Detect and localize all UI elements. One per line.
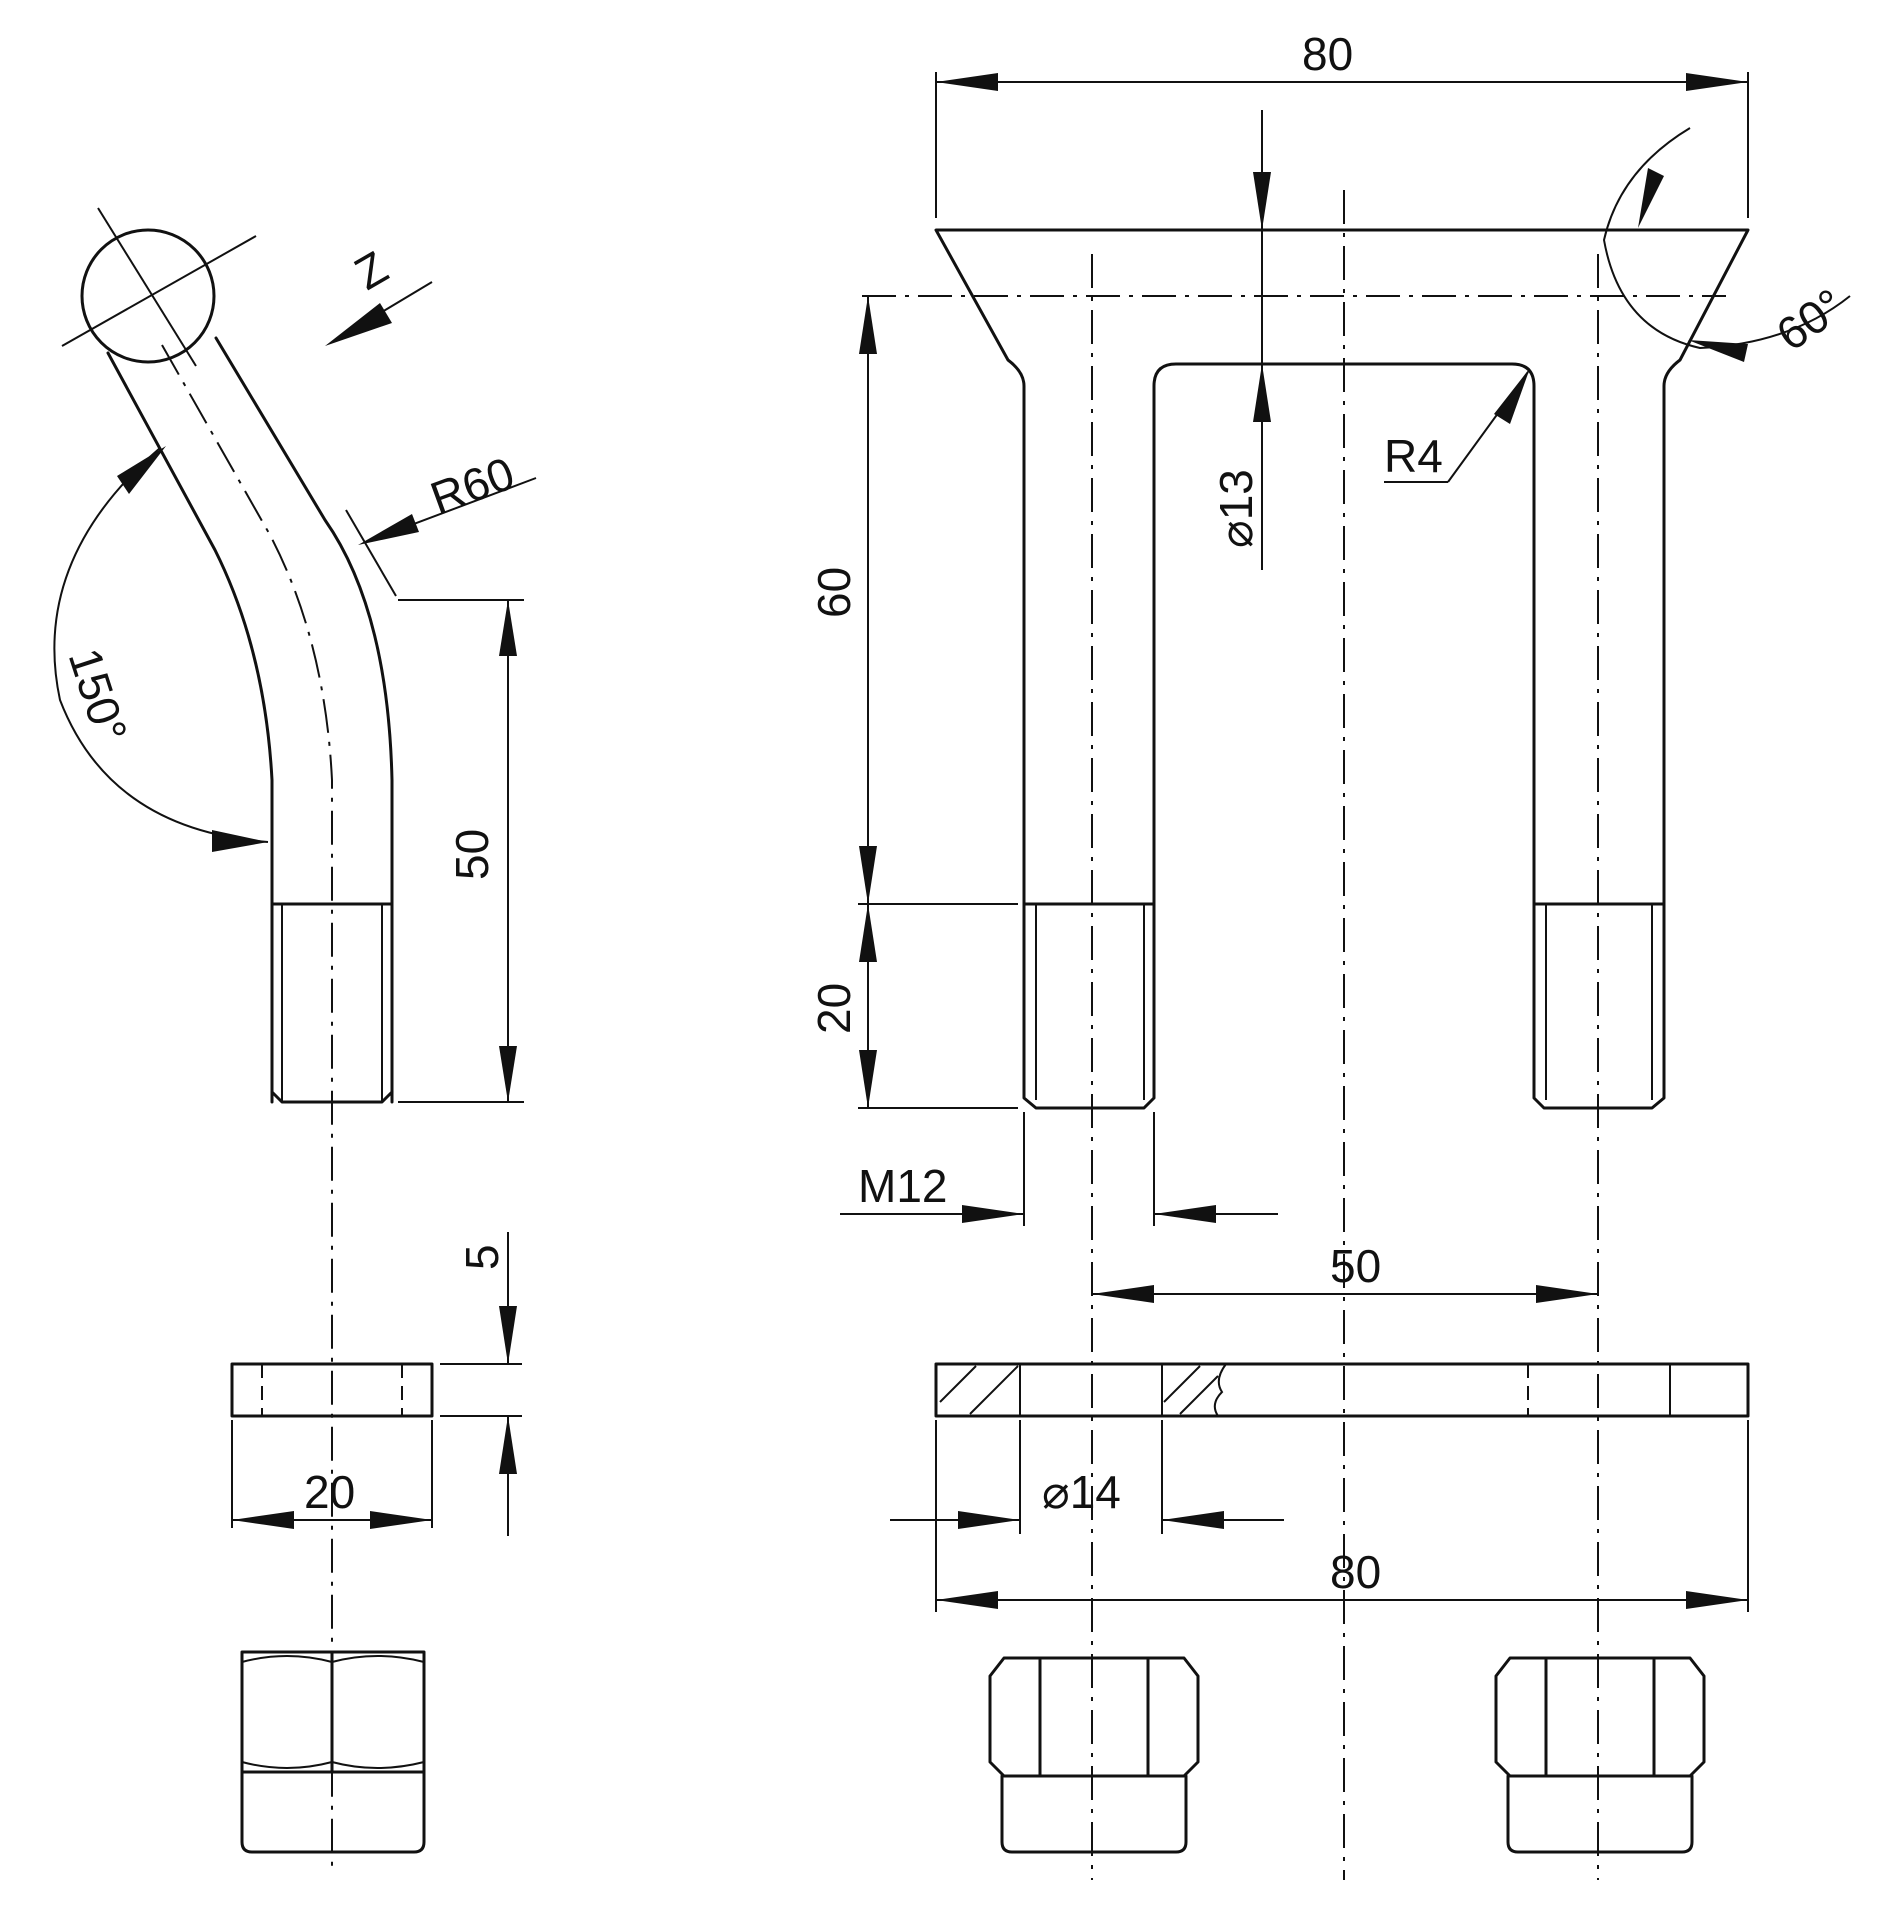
dia14-arrow-left [958, 1511, 1020, 1529]
dim20t-arrow-bottom [859, 1050, 877, 1108]
dim50-arrow-bottom [499, 1046, 517, 1102]
bolt-centerline [161, 344, 333, 1870]
plate-break-line [1213, 1363, 1227, 1417]
dia14-arrow-right [1162, 1511, 1224, 1529]
m12-arrow-right [1154, 1205, 1216, 1223]
dim80b-label: 80 [1330, 1546, 1381, 1598]
angle-150-arrow-bottom [212, 830, 268, 852]
dim50s-label: 50 [1330, 1240, 1381, 1292]
bolt-outer-edge [106, 351, 274, 1104]
dim60-label: 60 [808, 567, 860, 618]
m12-label: M12 [858, 1160, 947, 1212]
r60-tangent [345, 509, 397, 597]
angle-60-label: 60° [1767, 278, 1854, 360]
nut-side-collar [240, 1770, 426, 1854]
angle-60-arrow-bottom [1688, 340, 1748, 362]
angle-60-arc [1602, 127, 1851, 350]
dim80top-arrow-right [1686, 73, 1748, 91]
r60-label: R60 [424, 447, 521, 525]
dim60-arrow-bottom [859, 846, 877, 904]
angle-150-label: 150° [59, 642, 138, 749]
circle-centerline-a [97, 207, 197, 367]
dim20w-arrow-left [232, 1511, 294, 1529]
ubolt-outline [934, 228, 1750, 1110]
angle-150-arrow-top [117, 446, 166, 494]
r60-arrow [358, 514, 419, 545]
dia13-arrow-top [1253, 172, 1271, 230]
dim50-label: 50 [446, 829, 498, 880]
dim50s-arrow-left [1092, 1285, 1154, 1303]
dim60-arrow-top [859, 296, 877, 354]
dim80top-arrow-left [936, 73, 998, 91]
dia13-arrow-bottom [1253, 364, 1271, 422]
side-view: Z R60 150° 50 5 20 [53, 207, 537, 1870]
angle-150-arc [53, 447, 269, 843]
dim5-arrow-bottom [499, 1416, 517, 1474]
dim50s-arrow-right [1536, 1285, 1598, 1303]
nut-side-chamfer-top [241, 1655, 425, 1664]
plate-front [934, 1362, 1750, 1418]
bolt-end-circle [80, 228, 216, 364]
dim80top-label: 80 [1302, 28, 1353, 80]
bolt-inner-edge [214, 336, 394, 1104]
angle-60-arrow-top [1638, 168, 1664, 228]
right-nut [1494, 1656, 1706, 1854]
left-nut [988, 1656, 1200, 1854]
front-view: 80 60° ⌀13 R4 60 [808, 28, 1854, 1880]
dim80b-arrow-left [936, 1591, 998, 1609]
plate-side [230, 1362, 434, 1418]
circle-centerline-b [61, 235, 257, 347]
dia13-label: ⌀13 [1210, 469, 1262, 548]
dim50-arrow-top [499, 600, 517, 656]
dim20t-arrow-top [859, 904, 877, 962]
dim20w-label: 20 [304, 1466, 355, 1518]
dim20w-arrow-right [370, 1511, 432, 1529]
dim20t-label: 20 [808, 983, 860, 1034]
dim5-label: 5 [456, 1244, 508, 1270]
dim5-arrow-top [499, 1306, 517, 1364]
m12-arrow-left [962, 1205, 1024, 1223]
view-arrow-head [325, 303, 392, 346]
plate-hatching [939, 1365, 1219, 1415]
dim80b-arrow-right [1686, 1591, 1748, 1609]
thread-chamfer [270, 1090, 394, 1104]
view-label: Z [346, 241, 396, 300]
dia14-label: ⌀14 [1042, 1466, 1121, 1518]
r4-label: R4 [1384, 430, 1443, 482]
r4-arrow [1494, 368, 1530, 424]
nut-side-chamfer-bottom [241, 1760, 425, 1769]
